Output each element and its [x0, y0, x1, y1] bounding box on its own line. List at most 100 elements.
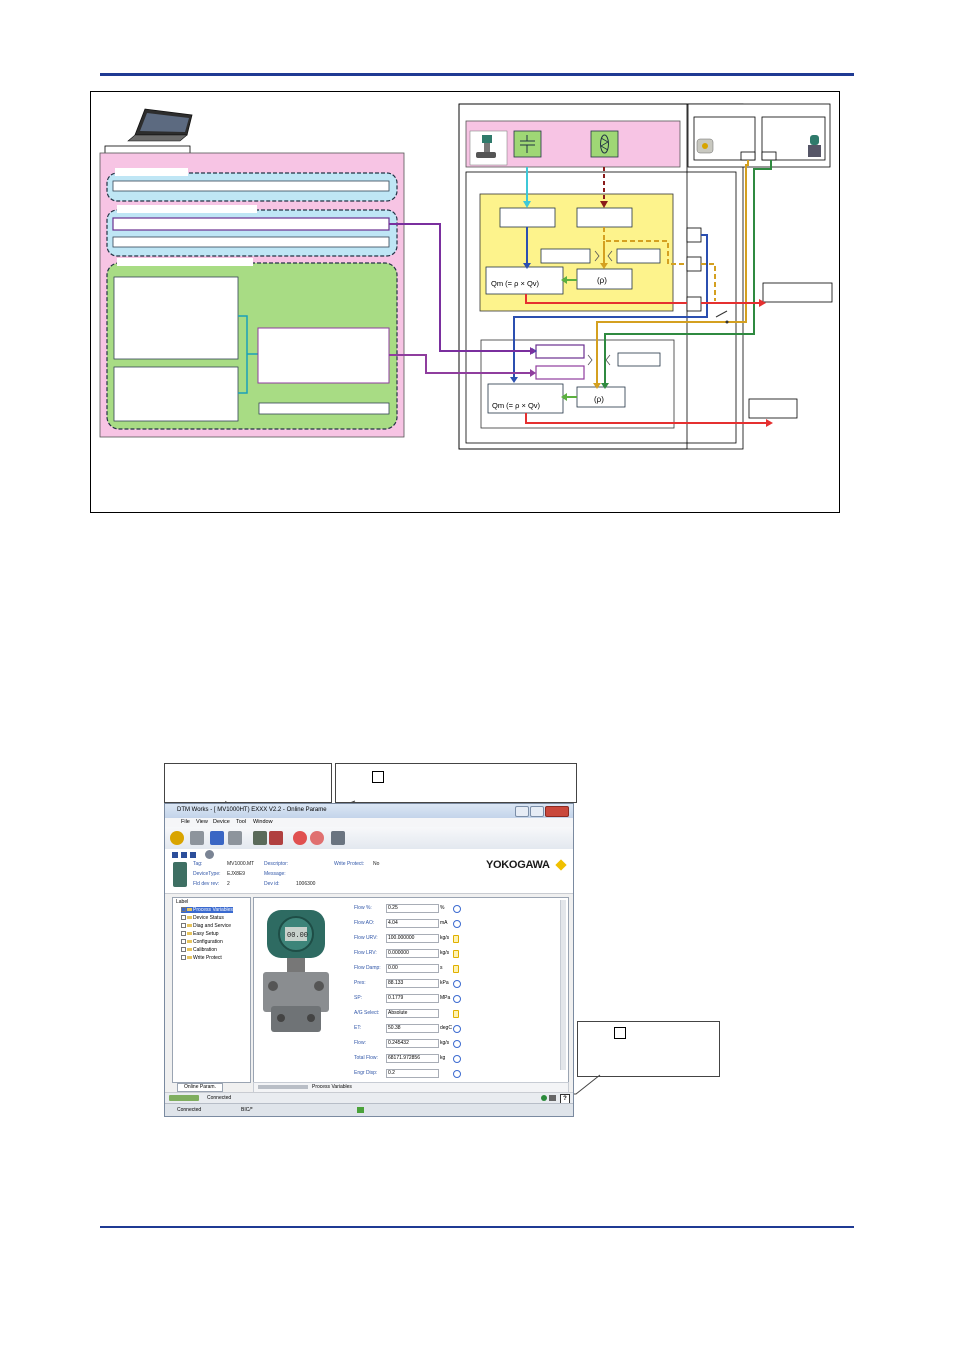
param-label: Flow Damp:: [354, 965, 381, 971]
online-param-tab[interactable]: Online Param.: [177, 1083, 223, 1092]
system-diagram: Qm (= ρ × Qv) (ρ) Qm (= ρ × Qv) (ρ): [90, 91, 840, 513]
tag-value: MV1000.MT: [227, 861, 255, 867]
panel-nav-icons[interactable]: [258, 1085, 308, 1089]
refresh-value-icon[interactable]: [453, 1055, 461, 1063]
edit-icon[interactable]: [453, 1010, 459, 1018]
refresh-value-icon[interactable]: [453, 995, 461, 1003]
param-label: SP:: [354, 995, 363, 1001]
density-lower: (ρ): [594, 395, 604, 404]
tree-item-easy-setup[interactable]: Easy Setup: [181, 931, 219, 937]
refresh-value-icon[interactable]: [453, 1025, 461, 1033]
param-label: Flow AO:: [354, 920, 375, 926]
param-value[interactable]: 88.133: [386, 979, 439, 988]
param-value[interactable]: 0.000000: [386, 949, 439, 958]
tree-item-write-protect[interactable]: Write Protect: [181, 955, 222, 961]
callout-left: [164, 763, 332, 803]
param-unit: kg: [440, 1055, 446, 1061]
tree-header: Label: [176, 899, 189, 905]
refresh-icon[interactable]: [293, 831, 307, 845]
view-icon-1[interactable]: [172, 852, 178, 858]
param-value[interactable]: 0.2: [386, 1069, 439, 1078]
write-protect-label: Write Protect:: [334, 861, 365, 867]
param-value[interactable]: 0.25: [386, 904, 439, 913]
statusbar-protocol: BIC/*: [241, 1107, 253, 1113]
menu-device[interactable]: Device: [213, 819, 230, 825]
close-button[interactable]: [545, 806, 569, 817]
sync-icon[interactable]: [310, 831, 324, 845]
edit-icon[interactable]: [453, 950, 459, 958]
devtype-label: DeviceType:: [193, 871, 221, 877]
tree-item-configuration[interactable]: Configuration: [181, 939, 223, 945]
device-icon[interactable]: [190, 831, 204, 845]
param-unit: kg/s: [440, 1040, 450, 1046]
param-unit: s: [440, 965, 443, 971]
maximize-button[interactable]: [530, 806, 544, 817]
param-label: Total Flow:: [354, 1055, 378, 1061]
param-label: A/G Select:: [354, 1010, 380, 1016]
devid-label: Dev id:: [264, 881, 280, 887]
param-label: Flow:: [354, 1040, 366, 1046]
device-thumbnail: [173, 862, 187, 887]
title-bar: DTM Works - [ MV1000HT) EXXX V2.2 - Onli…: [165, 804, 573, 818]
devid-value: 1006300: [296, 881, 316, 887]
tag-label: Tag:: [193, 861, 203, 867]
devtype-value: EJX8E9: [227, 871, 246, 877]
param-value[interactable]: 68171.972856: [386, 1054, 439, 1063]
param-label: ET:: [354, 1025, 362, 1031]
status-tools-icon: [549, 1095, 556, 1101]
param-label: Flow LRV:: [354, 950, 377, 956]
param-value[interactable]: 50.38: [386, 1024, 439, 1033]
toolbar: [165, 827, 573, 850]
view-icon-3[interactable]: [190, 852, 196, 858]
download-icon[interactable]: [228, 831, 242, 845]
yokogawa-diamond-icon: [555, 859, 567, 871]
tree-item-diag-service[interactable]: Diag and Service: [181, 923, 231, 929]
tree-item-device-status[interactable]: Device Status: [181, 915, 224, 921]
param-value[interactable]: Absolute: [386, 1009, 439, 1018]
status-area: Connected ?: [165, 1092, 573, 1104]
refresh-device-icon[interactable]: [205, 850, 214, 859]
refresh-value-icon[interactable]: [453, 1040, 461, 1048]
param-value[interactable]: 100.000000: [386, 934, 439, 943]
minimize-button[interactable]: [515, 806, 529, 817]
refresh-value-icon[interactable]: [453, 1070, 461, 1078]
param-unit: kg/s: [440, 950, 450, 956]
edit-icon[interactable]: [453, 935, 459, 943]
yokogawa-logo: YOKOGAWA: [486, 859, 550, 871]
upload-icon[interactable]: [210, 831, 224, 845]
param-value[interactable]: 0.245432: [386, 1039, 439, 1048]
device-header: Tag: MV1000.MT DeviceType: EJX8E9 Fld de…: [165, 849, 573, 894]
refresh-value-icon[interactable]: [453, 980, 461, 988]
view-icon-2[interactable]: [181, 852, 187, 858]
tree-item-process-variables[interactable]: Process Variables: [181, 907, 233, 913]
callout-help-checkbox: [614, 1027, 626, 1039]
menu-window[interactable]: Window: [253, 819, 273, 825]
laptop-icon: [127, 108, 193, 142]
edit-icon[interactable]: [453, 965, 459, 973]
param-unit: kg/s: [440, 935, 450, 941]
menu-view[interactable]: View: [196, 819, 208, 825]
scrollbar[interactable]: [560, 900, 566, 1070]
transmitter-image: 00.00: [263, 910, 329, 1032]
param-value[interactable]: 0.1779: [386, 994, 439, 1003]
param-unit: mA: [440, 920, 448, 926]
tree-item-calibration[interactable]: Calibration: [181, 947, 217, 953]
menu-tool[interactable]: Tool: [236, 819, 247, 825]
disconnect-icon[interactable]: [269, 831, 283, 845]
print-icon[interactable]: [331, 831, 345, 845]
status-connected: Connected: [207, 1095, 232, 1101]
param-unit: MPa: [440, 995, 451, 1001]
param-value[interactable]: 0.00: [386, 964, 439, 973]
statusbar-connected: Connected: [177, 1107, 202, 1113]
refresh-value-icon[interactable]: [453, 920, 461, 928]
rev-value: 2: [227, 881, 230, 887]
network-icon[interactable]: [253, 831, 267, 845]
formula-lower: Qm (= ρ × Qv): [492, 401, 541, 410]
connect-icon[interactable]: [170, 831, 184, 845]
group-2: [106, 209, 398, 257]
dtm-works-window: DTM Works - [ MV1000HT) EXXX V2.2 - Onli…: [164, 803, 574, 1117]
refresh-value-icon[interactable]: [453, 905, 461, 913]
lcd-readout: 00.00: [287, 932, 308, 940]
param-value[interactable]: 4.04: [386, 919, 439, 928]
menu-file[interactable]: File: [181, 819, 190, 825]
